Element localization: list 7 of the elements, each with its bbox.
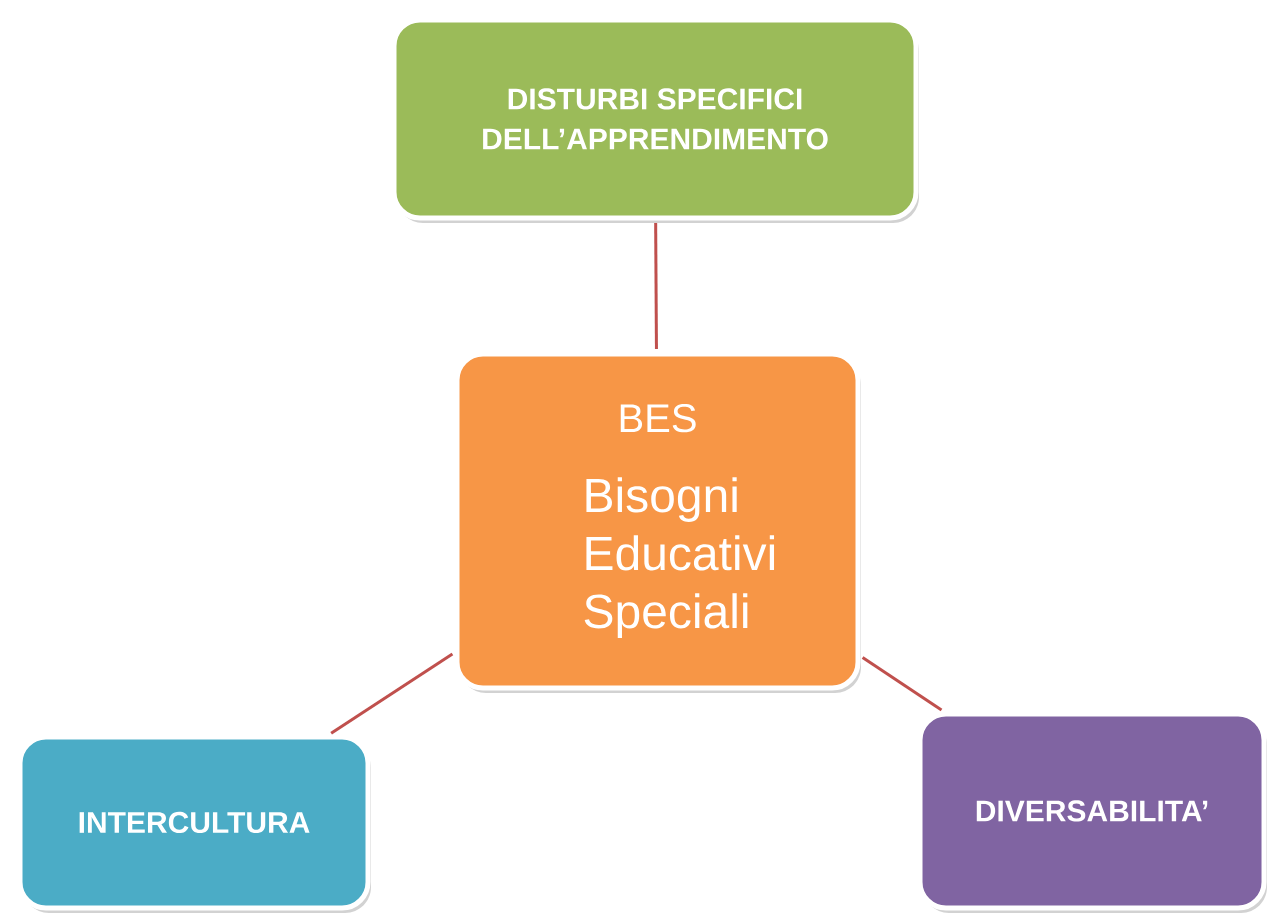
- connector-line: [654, 222, 658, 349]
- topic-box: INTERCULTURA: [17, 734, 371, 911]
- topic-box: DISTURBI SPECIFICI DELL’APPRENDIMENTO: [391, 17, 919, 221]
- connector-line: [861, 656, 943, 712]
- topic-box: DIVERSABILITA’: [917, 711, 1267, 911]
- connector-line: [330, 652, 454, 735]
- center-box: BES Bisogni Educativi Speciali: [454, 351, 861, 691]
